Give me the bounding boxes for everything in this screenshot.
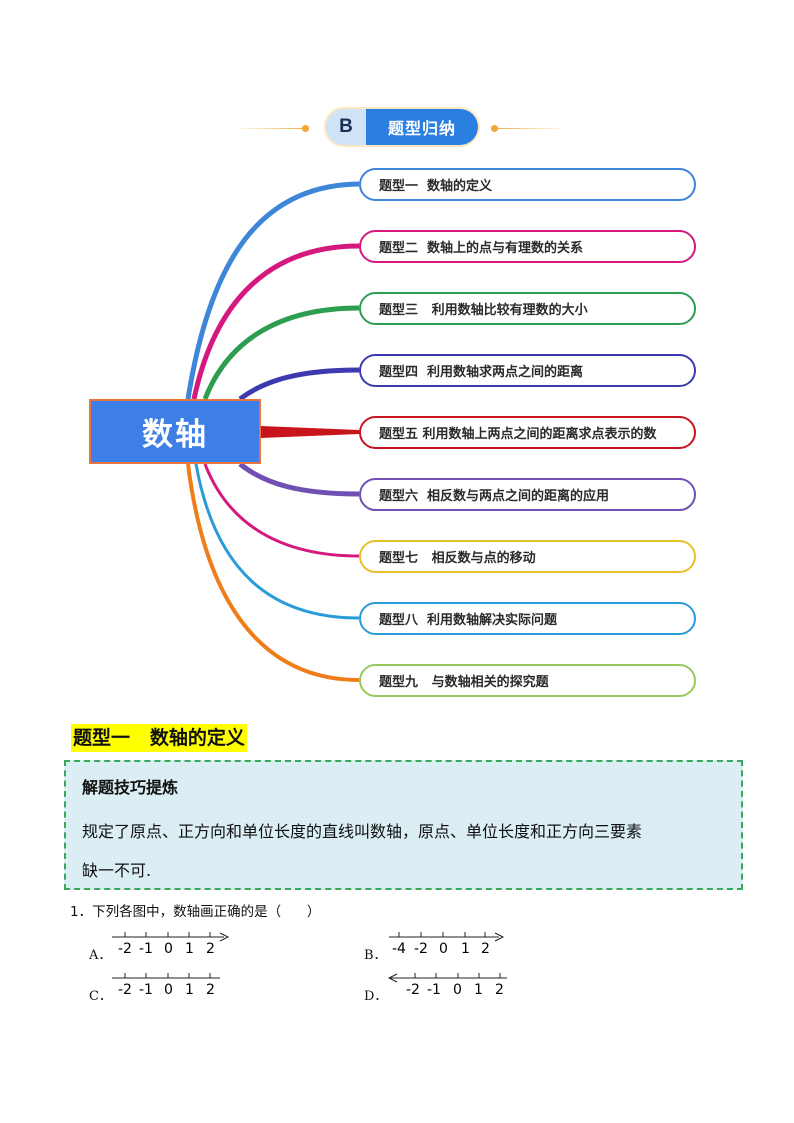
connector-2 <box>191 243 360 400</box>
tick-label: -2 <box>118 941 132 956</box>
option-d-numberline: -2 -1 0 1 2 <box>387 973 507 997</box>
topic-9: 题型九 与数轴相关的探究题 <box>359 664 696 697</box>
connector-7 <box>203 463 360 558</box>
header-left-dot <box>302 125 309 132</box>
topic-1: 题型一 数轴的定义 <box>359 168 696 201</box>
tip-title: 解题技巧提炼 <box>82 778 179 797</box>
option-b-numberline: -4 -2 0 1 2 <box>389 932 505 956</box>
topic-6: 题型六 相反数与两点之间的距离的应用 <box>359 478 696 511</box>
tip-line-2: 缺一不可. <box>82 861 152 880</box>
tick-label: 2 <box>495 982 504 997</box>
tick-group <box>124 973 211 978</box>
tick-label: 2 <box>206 982 215 997</box>
tick-label: -1 <box>139 941 153 956</box>
question-text: 1．下列各图中，数轴画正确的是（ ） <box>70 904 321 920</box>
connector-6 <box>238 462 360 497</box>
tick-label: -2 <box>406 982 420 997</box>
badge-title: 题型归纳 <box>366 109 478 145</box>
topic-4: 题型四 利用数轴求两点之间的距离 <box>359 354 696 387</box>
tip-box: 解题技巧提炼 规定了原点、正方向和单位长度的直线叫数轴，原点、单位长度和正方向三… <box>64 760 743 890</box>
tick-label: -1 <box>139 982 153 997</box>
tick-group <box>124 932 211 937</box>
tick-label: 0 <box>164 982 173 997</box>
mindmap-center: 数轴 <box>89 399 261 464</box>
badge-letter: B <box>326 109 366 145</box>
axis-arrow-right <box>219 932 230 942</box>
tick-label: 1 <box>474 982 483 997</box>
tick-label: -2 <box>414 941 428 956</box>
connector-4 <box>238 367 360 401</box>
mindmap-connectors <box>185 181 360 682</box>
connector-8 <box>194 463 360 620</box>
header-right-line <box>498 128 568 129</box>
tick-label: -2 <box>118 982 132 997</box>
tick-group <box>414 973 501 978</box>
option-d-label: D． <box>364 989 388 1004</box>
topic-7: 题型七 相反数与点的移动 <box>359 540 696 573</box>
tick-label: 0 <box>439 941 448 956</box>
option-a-numberline: -2 -1 0 1 2 <box>112 932 230 956</box>
connector-9 <box>186 463 360 682</box>
connector-5 <box>261 426 359 438</box>
tick-label: 1 <box>185 982 194 997</box>
option-c-label: C． <box>89 989 112 1004</box>
topic-8: 题型八 利用数轴解决实际问题 <box>359 602 696 635</box>
tick-label: 1 <box>185 941 194 956</box>
header-right-dot <box>491 125 498 132</box>
tick-label: 0 <box>453 982 462 997</box>
tick-label: -1 <box>427 982 441 997</box>
tick-label: 0 <box>164 941 173 956</box>
topic-3: 题型三 利用数轴比较有理数的大小 <box>359 292 696 325</box>
tip-line-1: 规定了原点、正方向和单位长度的直线叫数轴，原点、单位长度和正方向三要素 <box>82 822 643 841</box>
section-title: 题型一 数轴的定义 <box>71 724 247 752</box>
tick-label: 2 <box>206 941 215 956</box>
header-left-line <box>232 128 304 129</box>
topic-5: 题型五 利用数轴上两点之间的距离求点表示的数 <box>359 416 696 449</box>
axis-arrow-right <box>494 932 505 942</box>
tick-label: -4 <box>392 941 406 956</box>
option-b-label: B． <box>364 948 387 963</box>
connector-1 <box>185 181 360 400</box>
tick-label: 2 <box>481 941 490 956</box>
option-c-numberline: -2 -1 0 1 2 <box>112 973 220 997</box>
connector-3 <box>202 305 360 400</box>
tick-label: 1 <box>461 941 470 956</box>
tick-group <box>398 932 486 937</box>
section-badge: B 题型归纳 <box>326 109 478 145</box>
topic-2: 题型二 数轴上的点与有理数的关系 <box>359 230 696 263</box>
axis-arrow-left <box>387 973 398 983</box>
option-a-label: A． <box>89 948 112 963</box>
